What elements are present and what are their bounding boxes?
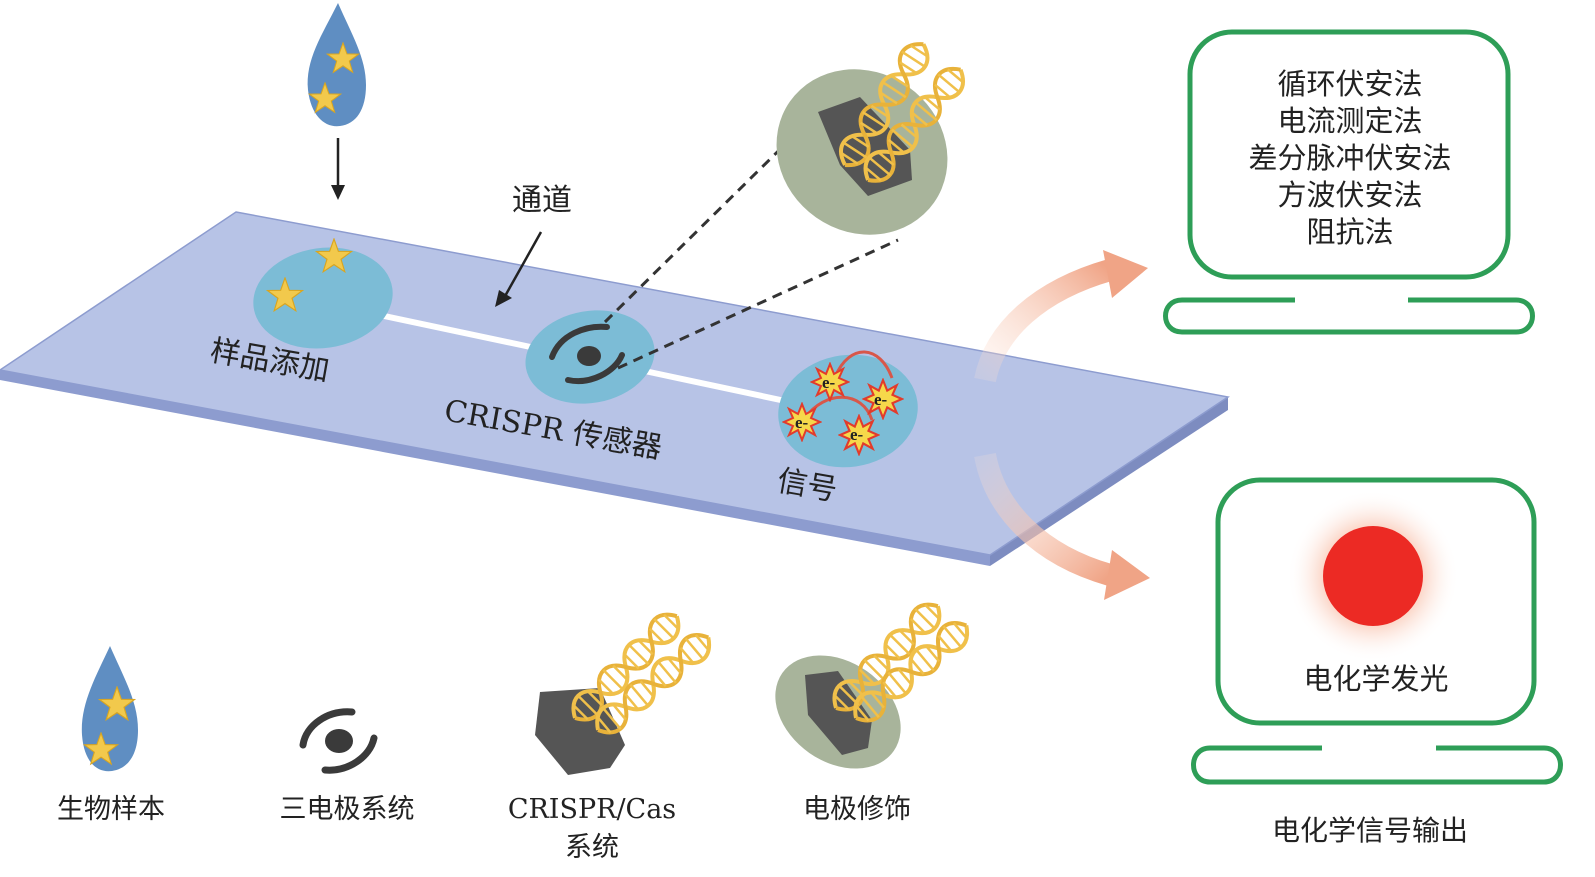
three-electrode-icon [299,708,378,774]
output-arrow-upper [974,250,1148,383]
legend-three-electrode-label: 三电极系统 [280,794,415,825]
sample-down-arrow [331,138,345,200]
electron-label: e- [874,390,888,409]
ecl-monitor: 电化学发光 [1191,477,1563,785]
legend-crispr-cas-label: CRISPR/Cas [508,794,676,825]
method-cyclic-voltammetry: 循环伏安法 [1277,67,1422,101]
legend-biological-sample-label: 生物样本 [57,794,165,825]
microfluidic-channel [369,310,791,405]
legend: 生物样本 三电极系统 CRISPR/Cas 系统 电极修饰 [57,596,978,863]
electron-label: e- [850,425,864,444]
sample-addition-spot [253,238,393,349]
electron-label: e- [795,413,809,432]
crispr-cas-icon [535,606,720,775]
method-impedance: 阻抗法 [1306,215,1393,249]
method-differential-pulse-voltammetry: 差分脉冲伏安法 [1248,141,1451,175]
output-caption: 电化学信号输出 [1272,814,1468,847]
legend-electrode-modification-label: 电极修饰 [803,794,911,825]
ecl-red-dot [1323,526,1423,626]
output-arrow-lower [974,452,1150,600]
electrochemical-methods-monitor: 循环伏安法 电流测定法 差分脉冲伏安法 方波伏安法 阻抗法 [1163,29,1535,335]
legend-crispr-cas-label-line2: 系统 [565,832,619,863]
ecl-label: 电化学发光 [1303,662,1448,696]
zoomed-modified-electrode [776,34,974,235]
electron-label: e- [822,373,836,392]
channel-pointer-arrow [495,231,543,307]
sample-drop-top [307,3,366,127]
method-square-wave-voltammetry: 方波伏安法 [1277,178,1422,212]
biological-sample-drop-icon [81,646,138,772]
channel-label: 通道 [512,183,572,218]
electrode-modification-icon [775,596,978,769]
signal-spot: e- e- e- e- [778,350,918,468]
method-amperometry: 电流测定法 [1277,104,1422,138]
crispr-sensor-spot [525,310,655,404]
